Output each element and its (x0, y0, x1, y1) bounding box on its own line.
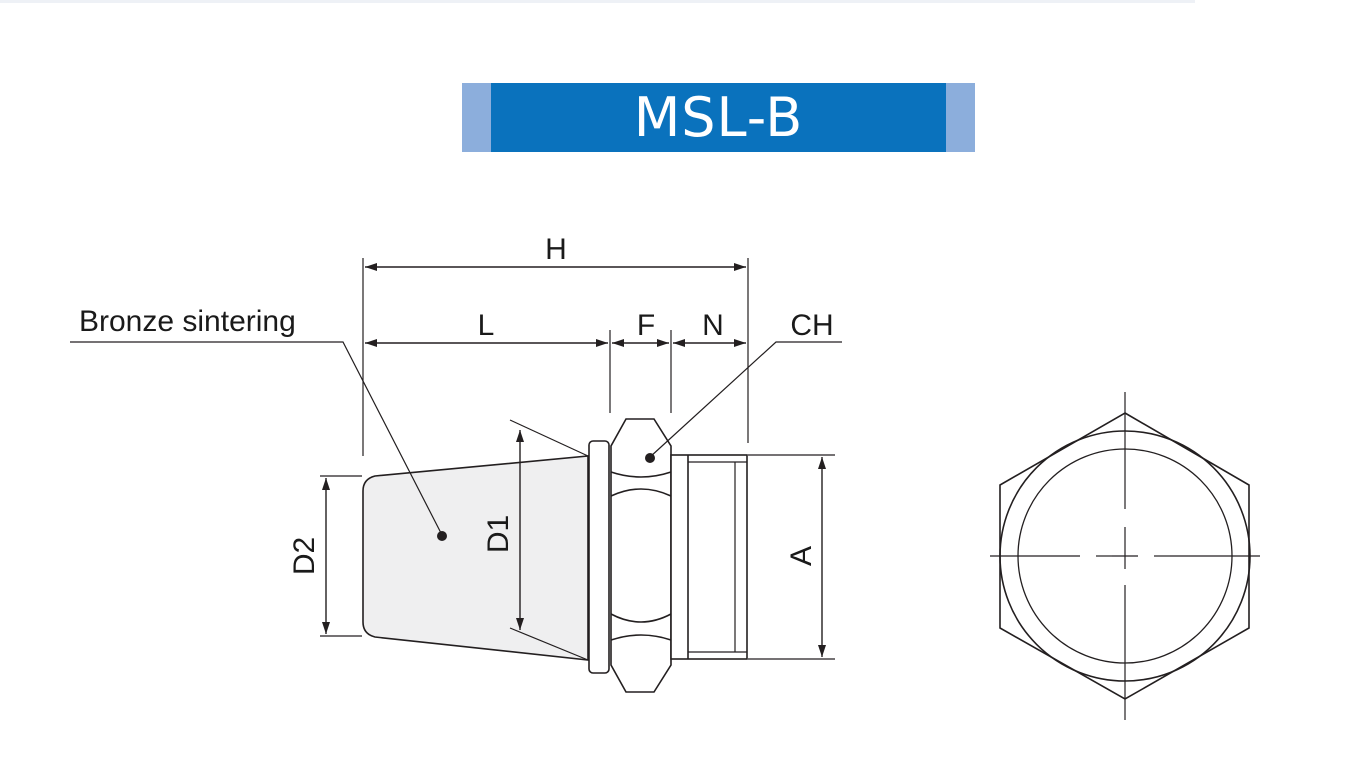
label-ch: CH (790, 309, 833, 342)
label-d1: D1 (482, 515, 515, 553)
ch-leader (649, 341, 842, 458)
banner-center: MSL-B (491, 83, 946, 152)
banner-left-accent (462, 83, 491, 152)
bronze-leader-dot (437, 531, 447, 541)
label-h: H (545, 233, 567, 266)
banner-right-accent (946, 83, 975, 152)
end-view-centerlines (990, 392, 1260, 720)
title-banner: MSL-B (462, 83, 975, 152)
label-n: N (702, 309, 724, 342)
top-strip (0, 0, 1195, 3)
label-d2: D2 (288, 537, 321, 575)
extension-lines (320, 258, 835, 661)
bronze-cone-shape (362, 455, 589, 661)
hex-face-lines (610, 471, 672, 641)
label-a: A (785, 546, 818, 566)
label-f: F (637, 309, 655, 342)
hex-body (610, 418, 672, 693)
label-l: L (478, 309, 495, 342)
flange (588, 440, 610, 674)
ch-leader-dot (645, 453, 655, 463)
leader-lines (70, 341, 842, 536)
side-view (362, 418, 748, 693)
bronze-leader (70, 341, 443, 536)
dimension-lines (322, 263, 826, 657)
page-title: MSL-B (633, 86, 804, 149)
label-bronze-sintering: Bronze sintering (79, 305, 296, 338)
thread-body (670, 454, 748, 660)
